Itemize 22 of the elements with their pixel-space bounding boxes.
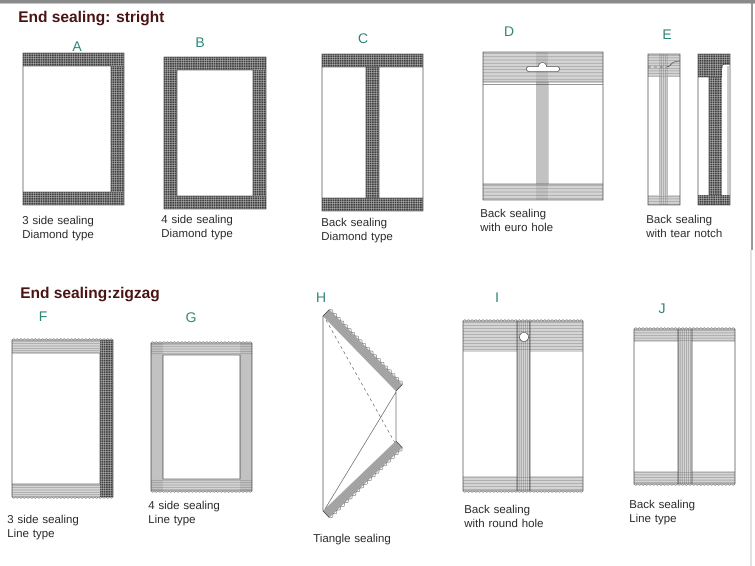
letter-label: A xyxy=(72,41,82,51)
letter-label: J xyxy=(658,303,664,314)
letter-label: H xyxy=(317,292,325,302)
letter-label: I xyxy=(496,292,498,302)
caption-label: Back sealing Line type xyxy=(630,500,694,524)
caption-label: Back sealing Diamond type xyxy=(322,218,392,242)
caption-label: 3 side sealing Line type xyxy=(8,514,78,540)
letter-label: E xyxy=(663,29,672,39)
caption-label: Back sealing with tear notch xyxy=(646,214,722,238)
letter-label: F xyxy=(40,311,47,321)
letter-label: D xyxy=(505,26,514,36)
caption-label: 4 side sealing Diamond type xyxy=(161,214,232,240)
letter-label: C xyxy=(358,33,368,44)
caption-label: Back sealing with euro hole xyxy=(480,208,553,232)
caption-label: 3 side sealing Diamond type xyxy=(22,216,94,240)
letter-label: B xyxy=(196,37,204,47)
heading: End sealing: stright xyxy=(19,10,164,26)
caption-label: 4 side sealing Line type xyxy=(148,500,220,526)
heading: End sealing:zigzag xyxy=(21,286,159,302)
letter-label: G xyxy=(186,312,196,322)
caption-label: Tiangle sealing xyxy=(313,534,390,544)
caption-label: Back sealing with round hole xyxy=(464,504,543,528)
